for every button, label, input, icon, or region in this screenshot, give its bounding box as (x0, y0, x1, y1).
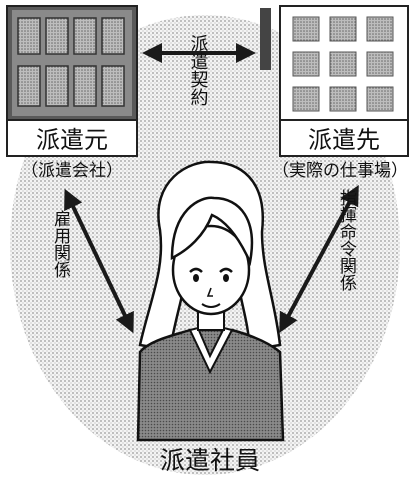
command-arrow (279, 184, 359, 334)
client-subtitle: （実際の仕事場） (272, 161, 408, 181)
dispatcher-building-icon (6, 5, 138, 121)
command-label: 指揮命令関係 (336, 189, 357, 292)
dispatcher-name: 派遣元 (36, 126, 108, 154)
employment-label: 雇用関係 (50, 210, 71, 279)
worker-person-icon (136, 160, 285, 442)
client-building-icon (279, 5, 409, 121)
contract-label: 派遣契約 (188, 34, 209, 106)
dispatcher-subtitle: （派遣会社） (21, 161, 123, 181)
client-sign-icon (260, 8, 271, 70)
client-label-box (279, 119, 409, 157)
dispatcher-label-box (6, 119, 138, 157)
worker-name: 派遣社員 (160, 446, 260, 475)
employment-arrow (64, 188, 134, 334)
client-name: 派遣先 (308, 126, 380, 154)
